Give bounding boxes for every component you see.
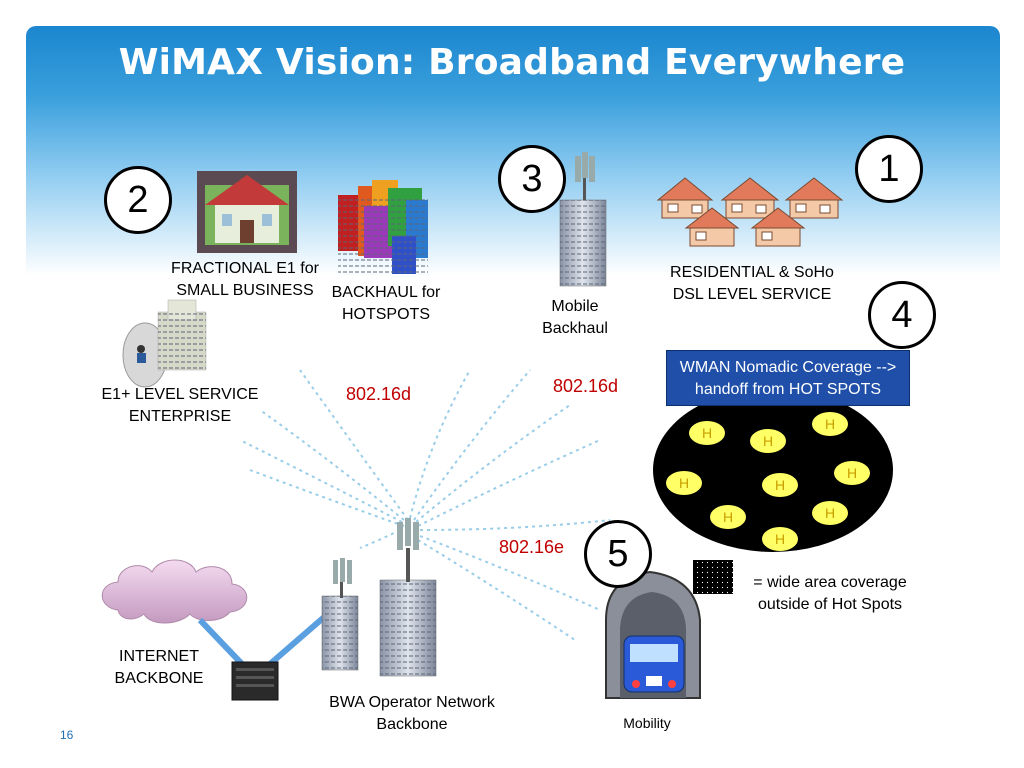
- hotspot-marker: H: [666, 471, 702, 495]
- mobile-backhaul-label-line2: Backhaul: [542, 320, 608, 337]
- internet-backbone-label: INTERNET BACKBONE: [104, 646, 214, 690]
- standard-label-left: 802.16d: [346, 384, 412, 404]
- residential-label-line2: DSL LEVEL SERVICE: [672, 286, 832, 303]
- enterprise-label-line2: ENTERPRISE: [128, 408, 232, 425]
- small-business-label: FRACTIONAL E1 for SMALL BUSINESS: [156, 258, 334, 302]
- mobile-tower-icon: [559, 152, 607, 287]
- radio-waves-icon: [239, 369, 611, 641]
- number-circle-2: 2: [104, 166, 172, 234]
- residential-label-line1: RESIDENTIAL & SoHo: [670, 264, 834, 281]
- bwa-backbone-label: BWA Operator Network Backbone: [306, 692, 518, 736]
- number-circle-1: 1: [855, 135, 923, 203]
- hotspot-marker: H: [689, 421, 725, 445]
- hotspot-marker: H: [812, 412, 848, 436]
- small-business-icon: [197, 171, 297, 253]
- enterprise-building-icon: [122, 299, 207, 388]
- wide-area-coverage-label-line2: outside of Hot Spots: [757, 596, 903, 613]
- wide-area-legend-swatch: [693, 560, 733, 594]
- number-circle-4: 4: [868, 281, 936, 349]
- number-circle-3: 3: [498, 145, 566, 213]
- backhaul-hotspots-label-line1: BACKHAUL for: [331, 284, 441, 301]
- hotspot-marker: H: [762, 527, 798, 551]
- bus-tunnel-icon: [605, 570, 701, 699]
- mobile-backhaul-label-line1: Mobile: [551, 298, 599, 315]
- wman-coverage-line1: WMAN Nomadic Coverage -->: [679, 359, 897, 376]
- number-circle-5: 5: [584, 520, 652, 588]
- enterprise-label-line1: E1+ LEVEL SERVICE: [101, 386, 259, 403]
- mobile-backhaul-label: Mobile Backhaul: [530, 296, 620, 340]
- bwa-backbone-label-line1: BWA Operator Network: [329, 694, 495, 711]
- mobility-label: Mobility: [623, 715, 671, 731]
- internet-backbone-label-line2: BACKBONE: [114, 670, 204, 687]
- hotspot-marker: H: [750, 429, 786, 453]
- wide-area-coverage-label-line1: = wide area coverage: [753, 574, 907, 591]
- backhaul-hotspots-label-line2: HOTSPOTS: [341, 306, 430, 323]
- hotspot-buildings-icon: [338, 180, 428, 275]
- enterprise-label: E1+ LEVEL SERVICE ENTERPRISE: [92, 384, 268, 428]
- hotspot-marker: H: [710, 505, 746, 529]
- backbone-links: [197, 609, 332, 667]
- standard-label-right: 802.16d: [553, 376, 619, 396]
- hotspot-marker: H: [812, 501, 848, 525]
- standard-label-mobile: 802.16e: [499, 537, 565, 557]
- residential-label: RESIDENTIAL & SoHo DSL LEVEL SERVICE: [656, 262, 848, 306]
- bwa-backbone-label-line2: Backbone: [376, 716, 448, 733]
- houses-icon: [656, 177, 844, 247]
- hotspot-marker: H: [762, 473, 798, 497]
- router-icon: [231, 661, 279, 701]
- page-number: 16: [60, 728, 74, 742]
- cloud-icon: [101, 559, 248, 624]
- operator-tower-icon: [321, 518, 437, 677]
- internet-backbone-label-line1: INTERNET: [119, 648, 199, 665]
- small-business-label-line1: FRACTIONAL E1 for: [171, 260, 319, 277]
- slide-title: WiMAX Vision: Broadband Everywhere: [118, 42, 906, 83]
- wman-coverage-box: WMAN Nomadic Coverage --> handoff from H…: [666, 350, 910, 406]
- wide-area-coverage-label: = wide area coverage outside of Hot Spot…: [740, 572, 920, 616]
- small-business-label-line2: SMALL BUSINESS: [176, 282, 314, 299]
- wman-coverage-line2: handoff from HOT SPOTS: [694, 381, 882, 398]
- hotspot-marker: H: [834, 461, 870, 485]
- backhaul-hotspots-label: BACKHAUL for HOTSPOTS: [322, 282, 450, 326]
